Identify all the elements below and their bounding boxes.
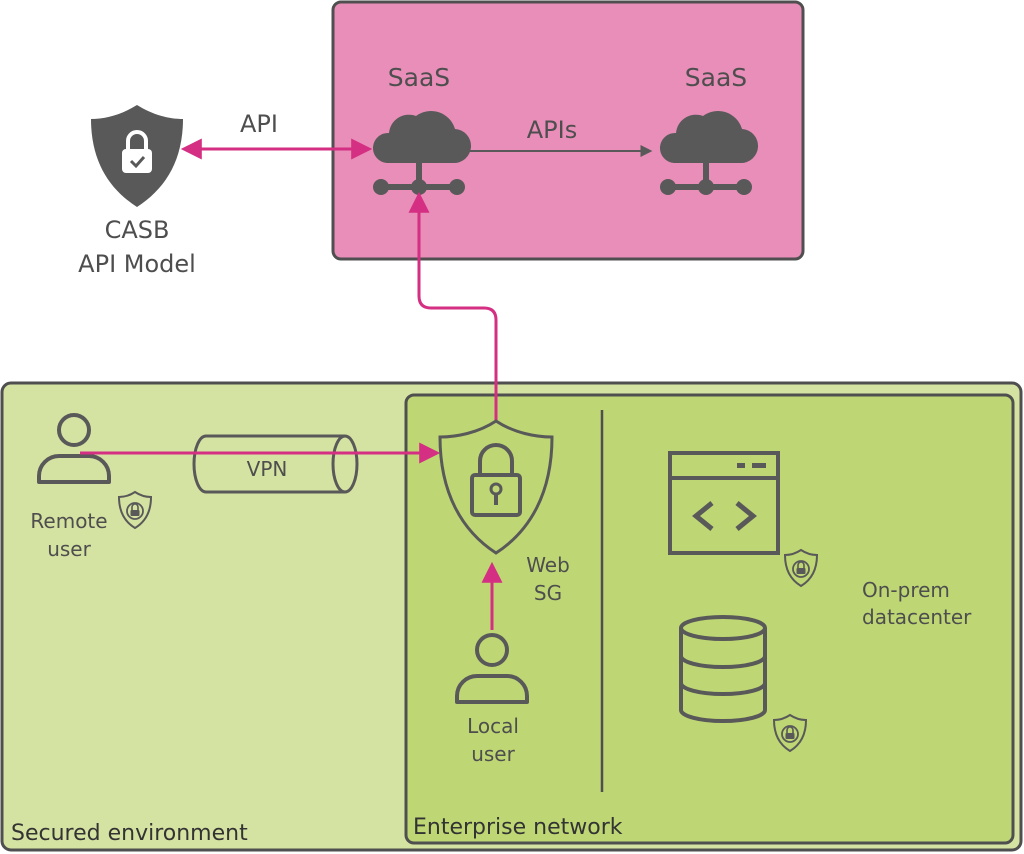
api-label: API [240, 110, 278, 138]
datacenter-label-line1: On-prem [862, 578, 950, 602]
web-sg-label-line2: SG [534, 581, 562, 605]
database-icon [679, 615, 767, 723]
apis-label: APIs [527, 116, 577, 144]
secured-environment-label: Secured environment [11, 821, 248, 846]
websg-to-saas-arrow [408, 191, 498, 420]
saas-right-label: SaaS [685, 63, 747, 92]
casb-label-line2: API Model [78, 250, 196, 278]
saas-left-label: SaaS [388, 63, 450, 92]
vpn-label: VPN [247, 457, 288, 481]
saas-box [331, 0, 805, 261]
web-sg-label-line1: Web [526, 553, 570, 577]
code-window-icon [668, 451, 780, 555]
web-sg-shield-icon [438, 419, 554, 555]
remote-user-label-line2: user [47, 537, 91, 561]
datacenter-label-line2: datacenter [862, 605, 972, 629]
enterprise-network-label: Enterprise network [413, 815, 623, 840]
local-user-label-line1: Local [467, 714, 519, 738]
vpn-tunnel-icon [192, 434, 359, 494]
casb-shield-icon [91, 105, 183, 207]
remote-user-label-line1: Remote [30, 509, 107, 533]
local-user-label-line2: user [471, 742, 515, 766]
casb-label-line1: CASB [105, 216, 170, 244]
